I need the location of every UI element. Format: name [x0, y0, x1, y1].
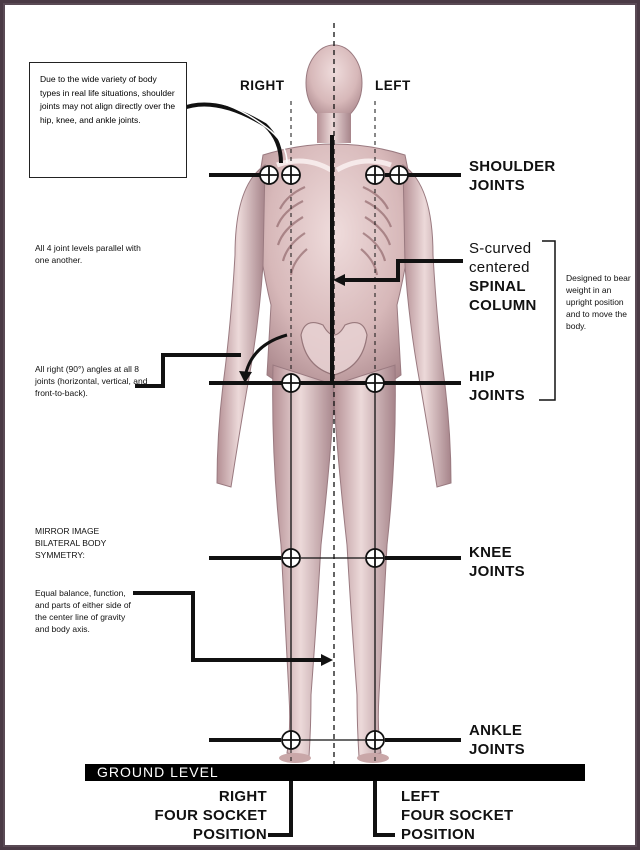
joint-shoulder-right-inner: [282, 166, 300, 184]
joint-knee-right: [282, 549, 300, 567]
joint-shoulder-left-inner: [366, 166, 384, 184]
shoulder-label-line1: SHOULDER: [469, 157, 556, 176]
spinal-label-line4: COLUMN: [469, 296, 537, 315]
ground-level-bar: GROUND LEVEL: [85, 764, 585, 781]
note-mirror: MIRROR IMAGE BILATERAL BODY SYMMETRY:: [35, 525, 115, 561]
note-spine-bracket: Designed to bear weight in an upright po…: [566, 272, 636, 332]
ground-level-label: GROUND LEVEL: [97, 764, 219, 781]
left-socket-line2: FOUR SOCKET: [401, 806, 541, 825]
balance-arrow-head: [321, 654, 333, 666]
head: [306, 45, 362, 121]
foot-right: [279, 753, 311, 763]
hip-label-line2: JOINTS: [469, 386, 525, 405]
leg-left: [333, 365, 395, 757]
note-balance: Equal balance, function, and parts of ei…: [35, 587, 135, 635]
spinal-label-line3: SPINAL: [469, 277, 537, 296]
right-side-label: RIGHT: [240, 78, 285, 93]
joint-shoulder-right-outer: [260, 166, 278, 184]
joint-ankle-right: [282, 731, 300, 749]
spinal-label-line2: centered: [469, 258, 537, 277]
foot-left: [357, 753, 389, 763]
right-socket-label: RIGHT FOUR SOCKET POSITION: [145, 787, 267, 844]
hip-label-line1: HIP: [469, 367, 525, 386]
right-socket-line1: RIGHT: [145, 787, 267, 806]
left-socket-label: LEFT FOUR SOCKET POSITION: [401, 787, 541, 844]
knee-label-line1: KNEE: [469, 543, 525, 562]
right-socket-line2: FOUR SOCKET: [145, 806, 267, 825]
joint-knee-left: [366, 549, 384, 567]
knee-joints-label: KNEE JOINTS: [469, 543, 525, 581]
spinal-label-line1: S-curved: [469, 239, 537, 258]
socket-arrow-left: [375, 773, 395, 835]
diagram-canvas: Due to the wide variety of body types in…: [3, 3, 637, 847]
joint-hip-right: [282, 374, 300, 392]
spinal-column-label: S-curved centered SPINAL COLUMN: [469, 239, 537, 315]
joint-hip-left: [366, 374, 384, 392]
knee-label-line2: JOINTS: [469, 562, 525, 581]
note-parallel: All 4 joint levels parallel with one ano…: [35, 242, 155, 266]
ankle-label-line2: JOINTS: [469, 740, 525, 759]
arm-left: [403, 165, 451, 487]
note-right-angles: All right (90°) angles at all 8 joints (…: [35, 363, 161, 399]
arm-right: [217, 165, 265, 487]
joint-ankle-left: [366, 731, 384, 749]
shoulder-joints-label: SHOULDER JOINTS: [469, 157, 556, 195]
note-box-text: Due to the wide variety of body types in…: [40, 73, 178, 127]
hip-joints-label: HIP JOINTS: [469, 367, 525, 405]
ankle-label-line1: ANKLE: [469, 721, 525, 740]
left-socket-line3: POSITION: [401, 825, 541, 844]
left-side-label: LEFT: [375, 78, 411, 93]
joint-shoulder-left-outer: [390, 166, 408, 184]
shoulder-label-line2: JOINTS: [469, 176, 556, 195]
note-box: Due to the wide variety of body types in…: [29, 62, 187, 178]
spine-bracket: [539, 241, 555, 400]
left-socket-line1: LEFT: [401, 787, 541, 806]
ankle-joints-label: ANKLE JOINTS: [469, 721, 525, 759]
right-socket-line3: POSITION: [145, 825, 267, 844]
